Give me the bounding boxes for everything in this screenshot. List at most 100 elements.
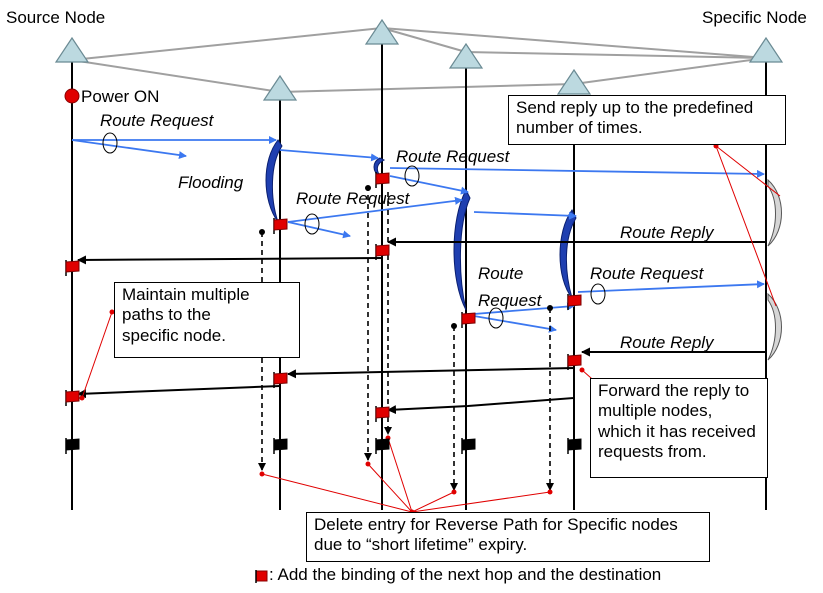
reply-loop-2: [767, 292, 782, 361]
callout-line-text: Delete entry for Reverse Path for Specif…: [314, 515, 678, 534]
binding-flag-icon: [567, 354, 582, 370]
delete-entry-callout: Delete entry for Reverse Path for Specif…: [306, 512, 710, 562]
expiry-dot: [451, 323, 457, 329]
callout-dot: [365, 461, 371, 467]
expiry-lines: [258, 186, 554, 491]
callout-dot: [579, 367, 585, 373]
link: [71, 59, 281, 93]
route-request-label-5: Route Request: [590, 264, 704, 283]
legend-text: : Add the binding of the next hop and th…: [269, 565, 662, 584]
callout-line: [387, 437, 413, 513]
callout-line-text: multiple nodes,: [598, 401, 713, 421]
callout-dot: [259, 471, 265, 477]
callout-line-text: number of times.: [516, 118, 643, 138]
binding-flags: [65, 172, 582, 422]
binding-flag-icon: [375, 244, 390, 260]
expiry-dot: [259, 229, 265, 235]
callout-line-text: Send reply up to the predefined: [516, 98, 754, 117]
node-3-triangle: [364, 18, 400, 45]
legend: : Add the binding of the next hop and th…: [254, 566, 661, 583]
request-arrow: [287, 221, 351, 239]
callout-dot: [109, 309, 115, 315]
request-ellipse: [304, 213, 320, 235]
expired-flag-icon: [567, 438, 582, 454]
link: [465, 51, 767, 59]
flood-swirl-node-4: [453, 188, 471, 311]
specific-node-label: Specific Node: [702, 8, 807, 27]
route-reply-label-2: Route Reply: [620, 333, 714, 352]
route-request-label-2: Route Request: [396, 147, 510, 166]
callout-line: [81, 311, 113, 399]
callout-line: [367, 463, 413, 513]
request-arrow: [279, 149, 379, 162]
send-reply-callout: Send reply up to the predefined number o…: [508, 95, 786, 145]
binding-flag-icon: [567, 294, 582, 310]
binding-flag-icon: [273, 372, 288, 388]
callout-line: [261, 473, 413, 513]
binding-flag-icon: [65, 390, 80, 406]
reply-loops: [767, 178, 782, 361]
callout-line: [715, 145, 781, 197]
source-node-label: Source Node: [6, 8, 106, 27]
legend-flag-icon: [255, 569, 268, 583]
expiry-dot: [365, 185, 371, 191]
reply-arrow: [287, 367, 575, 379]
request-arrow: [71, 139, 187, 159]
request-ellipse: [404, 165, 420, 187]
link: [573, 57, 767, 85]
request-arrow: [389, 175, 469, 195]
source-node-triangle: [54, 36, 90, 63]
callout-dot: [451, 489, 457, 495]
nodes: [54, 18, 784, 101]
forward-reply-callout: Forward the reply to multiple nodes, whi…: [590, 378, 768, 478]
callout-line-text: due to “short lifetime” expiry.: [314, 535, 528, 555]
link: [279, 83, 575, 93]
reply-arrow: [387, 372, 575, 415]
specific-node-triangle: [748, 36, 784, 63]
link: [71, 27, 383, 61]
callout-line-text: paths to the: [122, 305, 211, 325]
node-5-triangle: [556, 68, 592, 95]
binding-flag-icon: [375, 172, 390, 188]
route-request-arrows: [71, 136, 765, 333]
reply-arrow: [77, 255, 383, 265]
link: [381, 27, 767, 59]
expiry-start-dots: [259, 185, 553, 329]
callout-line-text: Forward the reply to: [598, 381, 750, 400]
node-4-triangle: [448, 42, 484, 69]
reply-arrow: [77, 385, 281, 399]
binding-flag-icon: [65, 260, 80, 276]
route-request-label-3: Route Request: [296, 189, 410, 208]
request-arrow: [473, 211, 577, 220]
request-ellipses: [102, 132, 606, 329]
route-request-label-1: Route Request: [100, 111, 214, 130]
request-ellipse: [590, 283, 606, 305]
callout-line-text: Maintain multiple: [122, 285, 250, 304]
power-on-label: Power ON: [81, 87, 160, 106]
request-ellipse: [102, 132, 118, 154]
callout-line: [411, 491, 455, 513]
route-request-label-4-line2: Request: [478, 291, 542, 310]
expired-flags: [65, 438, 582, 454]
maintain-paths-callout: Maintain multiple paths to the specific …: [114, 282, 300, 358]
callout-line: [715, 145, 777, 307]
binding-flag-icon: [273, 218, 288, 234]
expired-flag-icon: [273, 438, 288, 454]
callout-line-text: specific node.: [122, 325, 226, 345]
binding-flag-icon: [461, 312, 476, 328]
request-arrow: [287, 196, 463, 223]
link: [381, 27, 467, 53]
request-ellipse: [488, 307, 504, 329]
request-arrow: [473, 315, 557, 333]
expiry-dot: [547, 305, 553, 311]
request-arrow: [389, 167, 765, 178]
reply-loop-1: [767, 178, 782, 247]
expired-flag-icon: [65, 438, 80, 454]
expired-flag-icon: [375, 438, 390, 454]
flooding-label: Flooding: [178, 173, 244, 192]
callout-dot: [547, 489, 553, 495]
callout-line-text: which it has received: [598, 421, 756, 441]
route-reply-label-1: Route Reply: [620, 223, 714, 242]
